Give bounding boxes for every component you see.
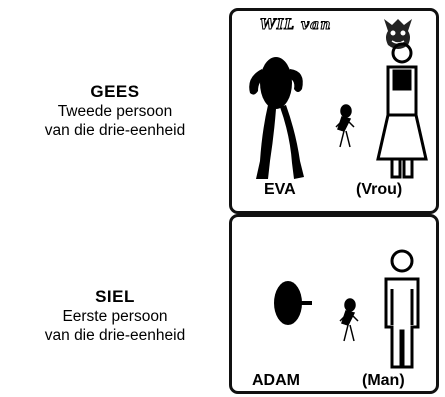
black-disc-icon [274, 281, 312, 325]
small-man-icon [335, 104, 355, 148]
shadow-figure-icon [249, 57, 304, 179]
siel-line1: Eerste persoon [62, 308, 168, 325]
vrou-label: (Vrou) [356, 181, 403, 198]
man-label: (Man) [362, 372, 405, 389]
siel-line2: van die drie-eenheid [44, 327, 186, 344]
eva-panel: WIL van [229, 8, 439, 214]
eva-panel-art [249, 19, 428, 179]
adam-label: ADAM [252, 372, 300, 389]
brand-logo-text: WIL van [259, 17, 332, 34]
gees-caption: GEES Tweede persoon van die drie-eenheid [0, 82, 230, 140]
devil-face-logo [384, 19, 412, 49]
siel-caption: SIEL Eerste persoon van die drie-eenheid [0, 287, 230, 345]
gees-line2: van die drie-eenheid [44, 122, 186, 139]
eva-label: EVA [264, 181, 296, 198]
gees-heading: GEES [90, 82, 140, 101]
siel-heading: SIEL [95, 287, 135, 306]
woman-restroom-icon [376, 42, 428, 179]
adam-panel-art [274, 249, 420, 369]
gees-line1: Tweede persoon [57, 103, 173, 120]
small-man-icon [339, 298, 359, 342]
adam-panel: ADAM (Man) [229, 214, 439, 394]
man-restroom-icon [384, 249, 420, 369]
